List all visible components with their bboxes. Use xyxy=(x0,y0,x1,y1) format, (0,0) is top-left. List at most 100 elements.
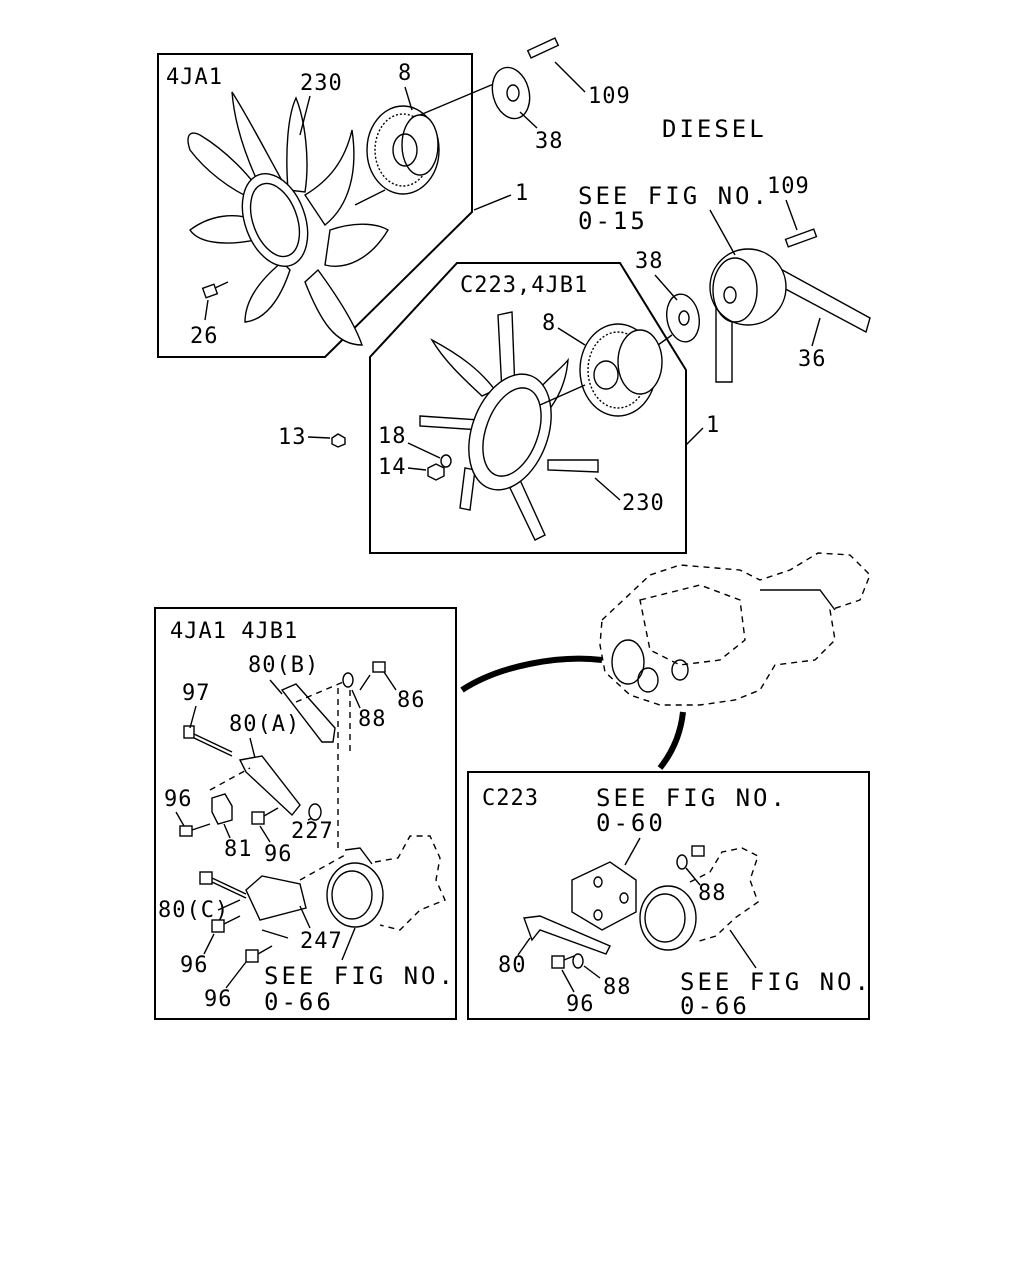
washer-18-icon xyxy=(440,454,452,468)
leader-see-fig-060 xyxy=(624,837,641,866)
bolt-96-c223-icon xyxy=(551,955,575,969)
callout-88-left: 88 xyxy=(358,707,387,732)
leader-1-c223 xyxy=(685,427,704,446)
panel-c223-4jb1-frame xyxy=(369,262,687,554)
leader-88-c223-top xyxy=(685,867,701,886)
fan-clutch-4ja1 xyxy=(366,105,440,195)
leader-1-4ja1 xyxy=(473,194,512,211)
see-fig-060-line2: 0-60 xyxy=(596,809,666,837)
see-fig-066-right-line1: SEE FIG NO. xyxy=(680,968,872,996)
bolt-top-icon xyxy=(691,845,705,857)
fan-to-clutch-line-c223 xyxy=(539,384,586,406)
leader-88-c223-bottom xyxy=(583,965,601,979)
bracket-80a-icon xyxy=(238,755,301,817)
callout-80a: 80(A) xyxy=(229,712,300,737)
washer-88-icon xyxy=(342,672,354,688)
leader-96-b xyxy=(259,825,271,843)
bolt-97-icon xyxy=(183,725,233,757)
see-fig-015-line1: SEE FIG NO. xyxy=(578,182,770,210)
bolt-86-icon xyxy=(359,661,386,691)
leader-38-right xyxy=(654,274,678,301)
leader-8-4ja1 xyxy=(404,86,413,111)
spacer-38-right xyxy=(666,293,700,343)
nut-227-icon xyxy=(308,803,322,821)
nut-14-icon xyxy=(427,463,445,481)
callout-18: 18 xyxy=(378,424,407,449)
leader-230-4ja1 xyxy=(299,95,311,136)
leader-96-a xyxy=(175,811,185,827)
panel-4ja1-4jb1-title: 4JA1 4JB1 xyxy=(170,619,298,644)
callout-1-c223: 1 xyxy=(706,413,720,438)
callout-88-c223-top: 88 xyxy=(698,881,727,906)
fan-4ja1 xyxy=(187,91,389,346)
callout-38-right: 38 xyxy=(635,249,664,274)
callout-38-top: 38 xyxy=(535,129,564,154)
leader-227 xyxy=(307,817,313,821)
callout-80b: 80(B) xyxy=(248,653,319,678)
leader-26 xyxy=(204,299,209,321)
callout-80-c223: 80 xyxy=(498,953,527,978)
bolt-96a-icon xyxy=(179,823,211,837)
callout-8-c223: 8 xyxy=(542,311,556,336)
leader-14 xyxy=(407,467,427,471)
leader-97 xyxy=(189,705,197,729)
leader-38-top xyxy=(519,111,538,129)
clutch-to-spacer-line-c223 xyxy=(657,334,673,346)
leader-81 xyxy=(223,823,231,839)
panel-4ja1-4jb1-frame xyxy=(154,607,457,1020)
fan-c223 xyxy=(419,311,599,541)
callout-80c: 80(C) xyxy=(158,898,229,923)
callout-230-4ja1: 230 xyxy=(300,71,343,96)
callout-227: 227 xyxy=(291,819,334,844)
stud-109-top xyxy=(526,37,560,59)
see-fig-066-right-line2: 0-66 xyxy=(680,992,750,1020)
callout-96-c: 96 xyxy=(180,953,209,978)
callout-36: 36 xyxy=(798,347,827,372)
panel-4ja1-title: 4JA1 xyxy=(166,65,223,90)
leader-8-c223 xyxy=(557,327,586,346)
alternator-sketch xyxy=(326,835,446,931)
pulley-group xyxy=(666,228,871,383)
leader-86 xyxy=(383,671,397,691)
leader-230-c223 xyxy=(594,477,621,501)
leader-80-c223 xyxy=(517,937,531,956)
leader-36 xyxy=(811,317,821,347)
alternator-sketch-c223 xyxy=(639,847,759,951)
callout-26: 26 xyxy=(190,324,219,349)
callout-109-top: 109 xyxy=(588,84,631,109)
leader-109-top xyxy=(554,61,586,93)
arrow-to-panel-right xyxy=(657,711,686,770)
leader-13 xyxy=(307,436,331,439)
leader-96-c223 xyxy=(561,969,575,993)
bracket-80b-icon xyxy=(280,683,336,743)
callout-97: 97 xyxy=(182,681,211,706)
leader-96-c xyxy=(203,933,215,955)
bolt-26-icon xyxy=(201,281,229,299)
bolt-96b-icon xyxy=(251,807,279,825)
nut-13-icon xyxy=(331,433,346,448)
panel-4ja1-4jb1: 4JA1 4JB1 xyxy=(154,607,457,1020)
leader-80c xyxy=(217,899,241,911)
callout-8-4ja1: 8 xyxy=(398,61,412,86)
engine-sketch xyxy=(599,552,871,706)
callout-86: 86 xyxy=(397,688,426,713)
bracket-block-icon xyxy=(571,861,637,931)
leader-see-fig-015 xyxy=(709,209,736,256)
callout-96-a: 96 xyxy=(164,787,193,812)
diesel-heading: DIESEL xyxy=(662,115,767,143)
leader-247 xyxy=(299,905,311,929)
callout-88-c223-bottom: 88 xyxy=(603,975,632,1000)
see-fig-066-left-line2: 0-66 xyxy=(264,988,334,1016)
panel-c223-title: C223 xyxy=(482,786,539,811)
leader-109-right xyxy=(785,199,798,231)
see-fig-066-left-line1: SEE FIG NO. xyxy=(264,962,456,990)
leader-see-fig-066-right xyxy=(729,929,757,969)
see-fig-060-line1: SEE FIG NO. xyxy=(596,784,788,812)
washer-88-top-icon xyxy=(676,854,688,870)
bolt-96d-icon xyxy=(245,945,273,963)
panel-c223: C223 SEE FIG NO. 0-60 88 80 96 xyxy=(467,771,872,1020)
bracket-247-icon xyxy=(245,875,307,921)
callout-230-c223: 230 xyxy=(622,491,665,516)
bolt-80c-icon xyxy=(199,871,247,899)
bolt-96c-icon xyxy=(211,915,241,933)
